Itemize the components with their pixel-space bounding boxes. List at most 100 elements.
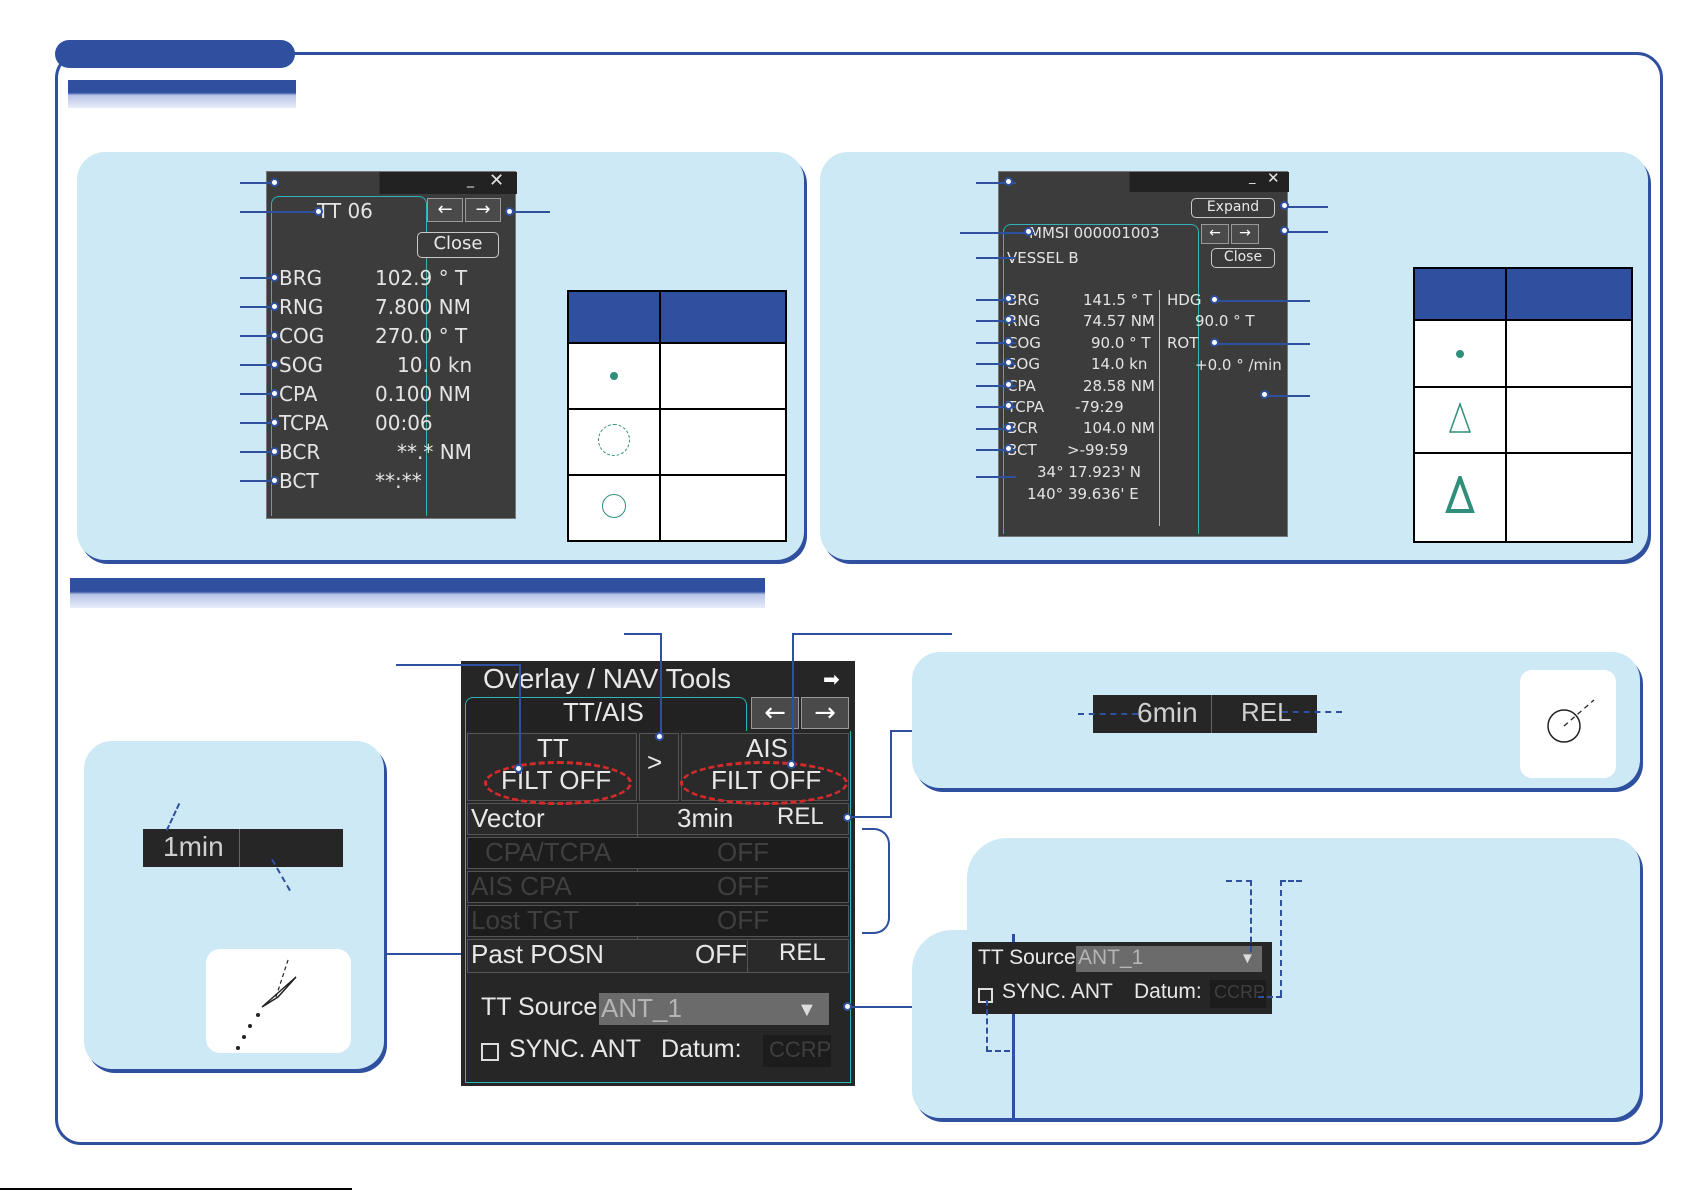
row-value: -79:29 [1075,397,1124,416]
tt-source-callout-dropdown[interactable]: ANT_1 ▼ [1076,946,1262,972]
vector-row[interactable] [467,803,849,835]
sync-ant-label: SYNC. ANT [509,1035,641,1063]
header-cell [659,290,787,344]
close-button[interactable]: Close [1211,248,1275,268]
title-bar[interactable] [267,172,517,194]
latitude: 34° 17.923' N [1037,463,1141,481]
callout-dot [787,760,796,769]
row-label: BRG [279,266,323,290]
datum-field[interactable]: CCRP [763,1035,831,1067]
ais-cpa-value: OFF [717,871,769,901]
lost-tgt-label: Lost TGT [471,905,579,935]
arrow-right-icon[interactable]: → [801,697,849,729]
vector-label: Vector [471,803,545,833]
past-posn-interval-field[interactable]: 1min [143,829,343,867]
lost-tgt-row[interactable] [467,905,849,937]
rot-label: ROT [1167,334,1199,352]
hdg-value: 90.0 ° T [1195,312,1255,330]
callout-line [624,633,662,635]
vector-callout-time: 6min [1137,697,1198,728]
tt-source-value: ANT_1 [601,993,682,1023]
section-bar-2 [70,578,765,608]
row-tcpa: TCPA -79:29 [1007,398,1167,419]
tracking-dot-icon [610,372,618,380]
row-label: RNG [279,295,324,319]
ais-divider [1159,290,1160,526]
row-value: 00:06 [375,411,433,435]
dropdown-triangle-icon: ▼ [797,999,817,1021]
arrow-right-icon[interactable]: ➡ [823,669,840,691]
row-value: **.* NM [397,440,472,464]
arrow-right-icon[interactable]: → [465,198,501,222]
minimize-icon[interactable]: _ [467,172,474,188]
row-value: 14.0 kn [1091,355,1148,374]
ais-symbol-table [1413,266,1633,543]
row-value: 0.100 NM [375,382,471,406]
menu-title: Overlay / NAV Tools [483,663,731,694]
row-bct: BCT>-99:59 [1007,441,1167,462]
arrow-left-icon[interactable]: ← [427,198,463,222]
dashed-pointer [1078,713,1138,715]
title-bar[interactable] [999,172,1289,192]
arrow-right-icon[interactable]: → [1231,224,1259,244]
minimize-icon[interactable]: _ [1249,170,1256,185]
tt-source-callout-value: ANT_1 [1078,946,1144,969]
arrow-left-icon[interactable]: ← [751,697,799,729]
close-x-icon[interactable]: ✕ [489,170,505,191]
row-label: BCR [279,440,321,464]
cpa-value: OFF [717,837,769,867]
row-label: BCT [279,469,319,493]
longitude: 140° 39.636' E [1027,485,1139,503]
lost-tgt-value: OFF [717,905,769,935]
row-label: SOG [1007,355,1040,374]
past-posn-row[interactable] [467,939,849,973]
past-posn-mode: REL [779,939,826,966]
ais-dot-icon [1456,349,1464,358]
callout-line [852,816,892,818]
close-button[interactable]: Close [417,232,499,258]
datum-value: CCRP [769,1037,832,1062]
header-cell [1413,266,1507,322]
row-value: 10.0 kn [397,353,473,377]
row-value: 270.0 ° T [375,324,468,348]
row-label: TCPA [1007,397,1045,416]
callout-line [240,211,320,213]
expand-button[interactable]: Expand [1191,198,1275,218]
row-value: 28.58 NM [1083,376,1155,395]
dropdown-triangle-icon: ▼ [1240,950,1255,967]
tab-tt-ais-label: TT/AIS [563,697,644,727]
section-bar-1 [68,80,296,108]
datum-callout-field[interactable]: CCRP [1210,980,1266,1008]
tab-tt[interactable] [271,196,427,516]
checkbox-icon[interactable] [978,988,993,1003]
dashed-pointer [1258,996,1282,998]
arrow-left-icon[interactable]: ← [1201,224,1229,244]
tt-source-dropdown[interactable]: ANT_1 ▼ [599,993,829,1025]
tt-source-callout-label: TT Source: [978,946,1082,969]
callout-dot [843,813,852,822]
checkbox-icon[interactable] [481,1043,499,1061]
datum-callout-label: Datum: [1134,980,1202,1003]
close-x-icon[interactable]: ✕ [1267,169,1280,187]
symbol-cell [1413,452,1507,543]
sync-ant-callout-label: SYNC. ANT [1002,980,1113,1003]
tab-ais[interactable] [1003,224,1199,534]
acquiring-circle-icon [598,423,630,456]
callout-line [890,730,892,818]
tab-tt-ais[interactable] [465,697,747,731]
row-label: BCR [1007,419,1038,438]
ais-cpa-label: AIS CPA [471,871,572,901]
ais-filter-highlight [680,761,848,805]
row-label: BRG [1007,291,1040,309]
vector-field[interactable]: 6min REL [1093,695,1317,733]
past-posn-label: Past POSN [471,939,604,969]
bracket-brace [862,828,890,934]
cpa-tcpa-row[interactable] [467,837,849,869]
ais-cpa-row[interactable] [467,871,849,903]
